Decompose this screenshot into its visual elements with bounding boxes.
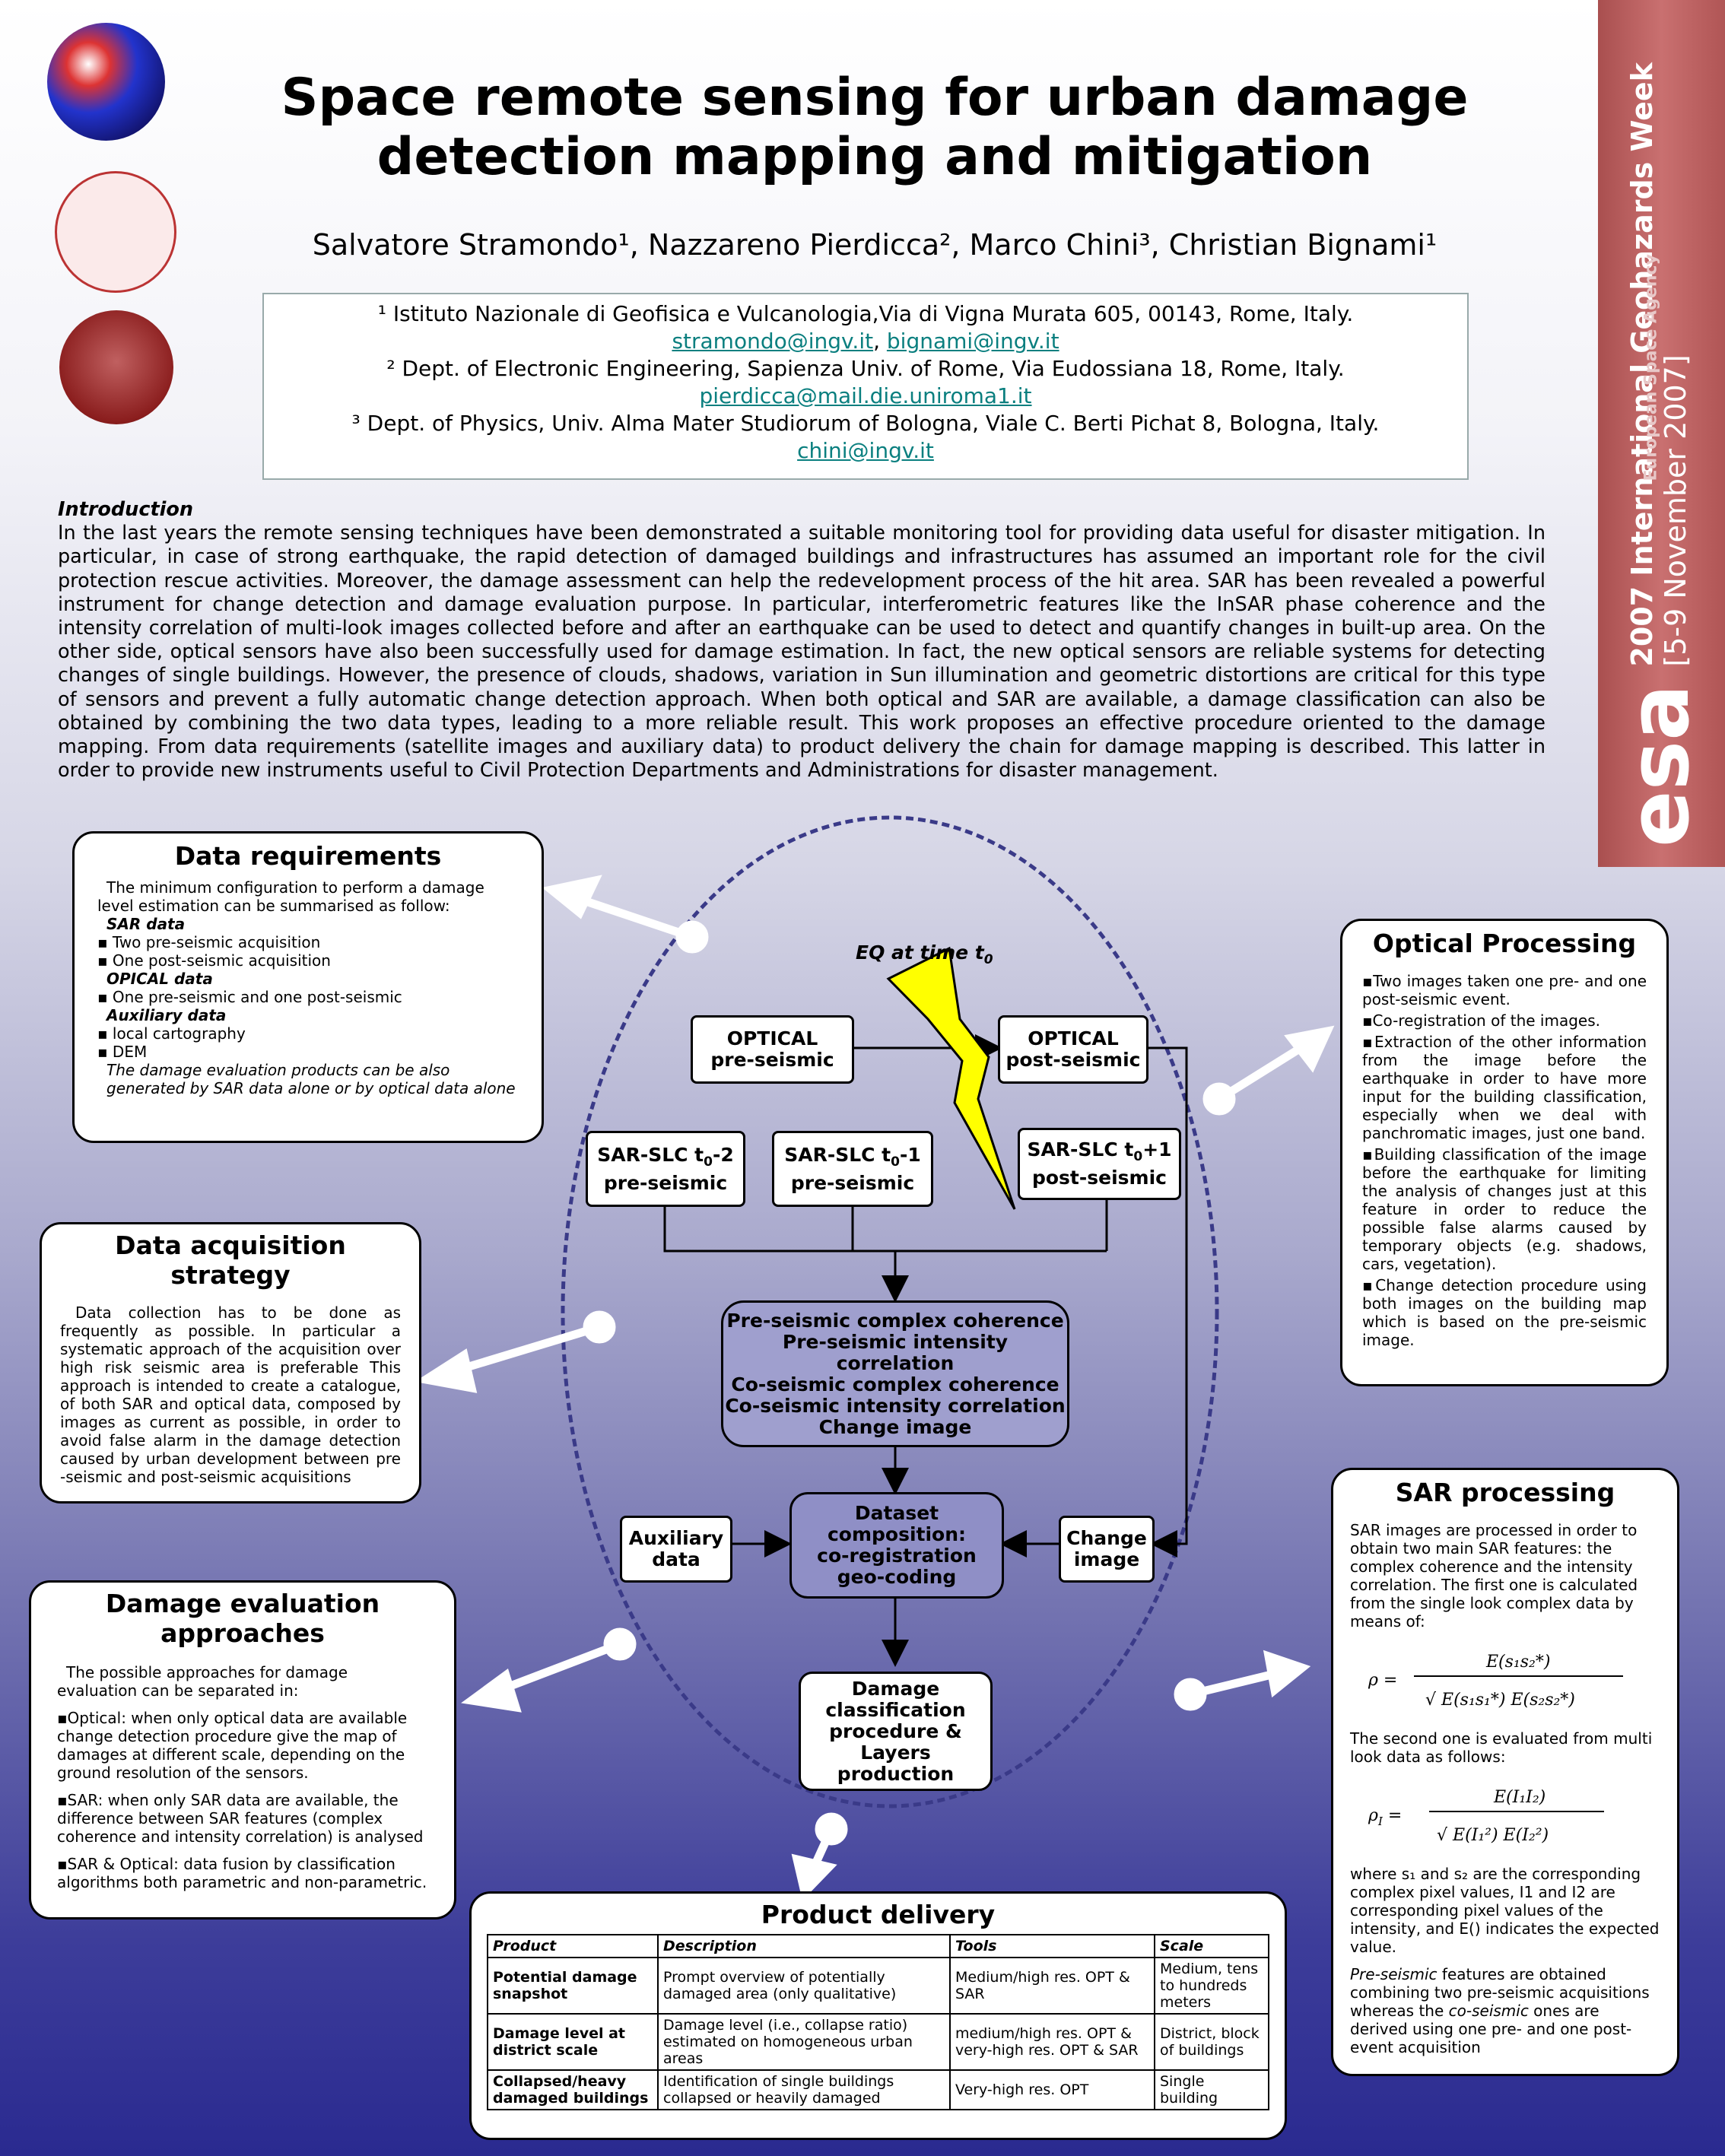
svg-text:ρ =: ρ = — [1368, 1671, 1397, 1690]
affiliation-3: ³ Dept. of Physics, Univ. Alma Mater Stu… — [351, 411, 1380, 436]
introduction: Introduction In the last years the remot… — [58, 498, 1546, 783]
email-chini[interactable]: chini@ingv.it — [797, 438, 934, 463]
authors: Salvatore Stramondo¹, Nazzareno Pierdicc… — [312, 228, 1438, 262]
svg-text:√ E(I₁²) E(I₂²): √ E(I₁²) E(I₂²) — [1437, 1826, 1549, 1845]
data-requirements-title: Data requirements — [174, 841, 442, 871]
sar-features-node: Pre-seismic complex coherence Pre-seismi… — [721, 1300, 1069, 1447]
affiliation-2: ² Dept. of Electronic Engineering, Sapie… — [386, 356, 1345, 381]
sar-processing-box: SAR processing SAR images are processed … — [1331, 1468, 1679, 2076]
esa-banner: esa 2007 International Geohazards Week [… — [1598, 0, 1725, 867]
sar-slc-t0-plus1-node: SAR-SLC t0+1 post-seismic — [1018, 1128, 1181, 1200]
email-stramondo[interactable]: stramondo@ingv.it — [672, 329, 874, 354]
optical-processing-title: Optical Processing — [1372, 929, 1637, 958]
coherence-formula: ρ = E(s₁s₂*) √ E(s₁s₁*) E(s₂s₂*) — [1368, 1653, 1623, 1710]
sar-slc-t0-1-node: SAR-SLC t0-1 pre-seismic — [772, 1131, 933, 1207]
intro-text: In the last years the remote sensing tec… — [58, 522, 1546, 783]
table-row: Damage level at district scale Damage le… — [487, 2013, 1269, 2071]
sapienza-seal-icon — [59, 310, 173, 424]
svg-text:ρI =: ρI = — [1368, 1806, 1402, 1828]
affiliations-box: ¹ Istituto Nazionale di Geofisica e Vulc… — [262, 293, 1469, 480]
table-row: Potential damage snapshot Prompt overvie… — [487, 1957, 1269, 2015]
lightning-bolt-icon — [886, 946, 1016, 1210]
optical-processing-box: Optical Processing ▪Two images taken one… — [1340, 919, 1669, 1386]
sar-processing-title: SAR processing — [1395, 1478, 1615, 1507]
email-pierdicca[interactable]: pierdicca@mail.die.uniroma1.it — [699, 383, 1032, 408]
intro-heading: Introduction — [58, 498, 194, 521]
sar-slc-t0-2-node: SAR-SLC t0-2 pre-seismic — [586, 1131, 745, 1207]
process-ellipse — [561, 815, 1219, 1808]
globe-logo-icon — [47, 23, 165, 141]
table-row: Collapsed/heavy damaged buildings Identi… — [487, 2069, 1269, 2110]
eq-label: EQ at time t0 — [856, 941, 993, 967]
data-acquisition-box: Data acquisition strategy Data collectio… — [40, 1222, 421, 1503]
product-delivery-box: Product delivery Product Description Too… — [469, 1891, 1287, 2140]
email-bignami[interactable]: bignami@ingv.it — [886, 329, 1059, 354]
poster-title: Space remote sensing for urban damage de… — [281, 68, 1469, 187]
bologna-seal-icon — [55, 171, 176, 293]
data-acquisition-title: Data acquisition strategy — [115, 1230, 346, 1290]
table-header-row: Product Description Tools Scale — [487, 1934, 1269, 1958]
product-delivery-title: Product delivery — [761, 1900, 996, 1929]
svg-text:E(I₁I₂): E(I₁I₂) — [1493, 1788, 1546, 1807]
data-requirements-box: Data requirements The minimum configurat… — [72, 831, 544, 1143]
svg-text:√ E(s₁s₁*) E(s₂s₂*): √ E(s₁s₁*) E(s₂s₂*) — [1425, 1691, 1575, 1710]
product-table: Product Description Tools Scale Potentia… — [487, 1934, 1269, 2110]
svg-text:E(s₁s₂*): E(s₁s₂*) — [1485, 1653, 1550, 1672]
intensity-correlation-formula: ρI = E(I₁I₂) √ E(I₁²) E(I₂²) — [1368, 1788, 1604, 1845]
affiliation-1: ¹ Istituto Nazionale di Geofisica e Vulc… — [377, 301, 1354, 326]
